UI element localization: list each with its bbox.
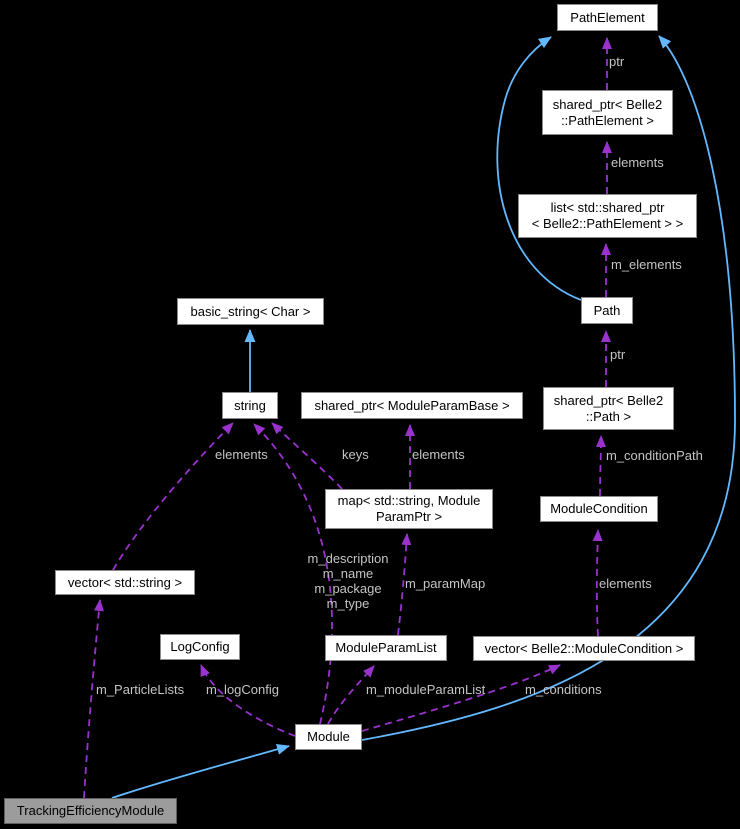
edge-label-m-particlelists: m_ParticleLists bbox=[96, 682, 185, 697]
node-shared-ptr-moduleparambase[interactable]: shared_ptr< ModuleParamBase > bbox=[301, 392, 523, 419]
edge-label-ptr-mid: ptr bbox=[610, 347, 626, 362]
node-basic-string[interactable]: basic_string< Char > bbox=[177, 298, 324, 325]
node-shared-ptr-pathelement[interactable]: shared_ptr< Belle2 ::PathElement > bbox=[542, 90, 673, 135]
node-path[interactable]: Path bbox=[581, 297, 633, 324]
node-list-shared-ptr[interactable]: list< std::shared_ptr < Belle2::PathElem… bbox=[518, 194, 697, 238]
edge-label-member-block: m_description m_name m_package m_type bbox=[307, 551, 389, 611]
node-map-moduleparamptr[interactable]: map< std::string, Module ParamPtr > bbox=[325, 489, 493, 529]
edge-label-keys: keys bbox=[342, 447, 369, 462]
node-modulecondition[interactable]: ModuleCondition bbox=[540, 496, 658, 522]
node-vector-std-string[interactable]: vector< std::string > bbox=[55, 570, 195, 595]
node-string[interactable]: string bbox=[222, 392, 278, 419]
edge-label-m-parammap: m_paramMap bbox=[405, 576, 486, 591]
node-shared-ptr-path[interactable]: shared_ptr< Belle2 ::Path > bbox=[543, 387, 674, 430]
node-trackingefficiencymodule[interactable]: TrackingEfficiencyModule bbox=[4, 798, 177, 824]
node-pathelement[interactable]: PathElement bbox=[557, 4, 658, 31]
edge-label-m-elements: m_elements bbox=[611, 257, 682, 272]
node-logconfig[interactable]: LogConfig bbox=[160, 634, 240, 660]
edge-label-m-moduleparamlist: m_moduleParamList bbox=[366, 682, 486, 697]
node-moduleparamlist[interactable]: ModuleParamList bbox=[325, 635, 447, 661]
edge-label-m-conditionpath: m_conditionPath bbox=[606, 448, 703, 463]
edge-label-elements-left: elements bbox=[215, 447, 268, 462]
edge-label-elements-mid: elements bbox=[412, 447, 465, 462]
edge-label-ptr-top: ptr bbox=[609, 54, 625, 69]
edge-label-m-logconfig: m_logConfig bbox=[206, 682, 279, 697]
edge-label-elements-right: elements bbox=[599, 576, 652, 591]
edge-label-elements-top: elements bbox=[611, 155, 664, 170]
node-vector-modulecondition[interactable]: vector< Belle2::ModuleCondition > bbox=[473, 636, 695, 661]
node-module[interactable]: Module bbox=[295, 724, 362, 750]
edge-label-m-conditions: m_conditions bbox=[525, 682, 602, 697]
